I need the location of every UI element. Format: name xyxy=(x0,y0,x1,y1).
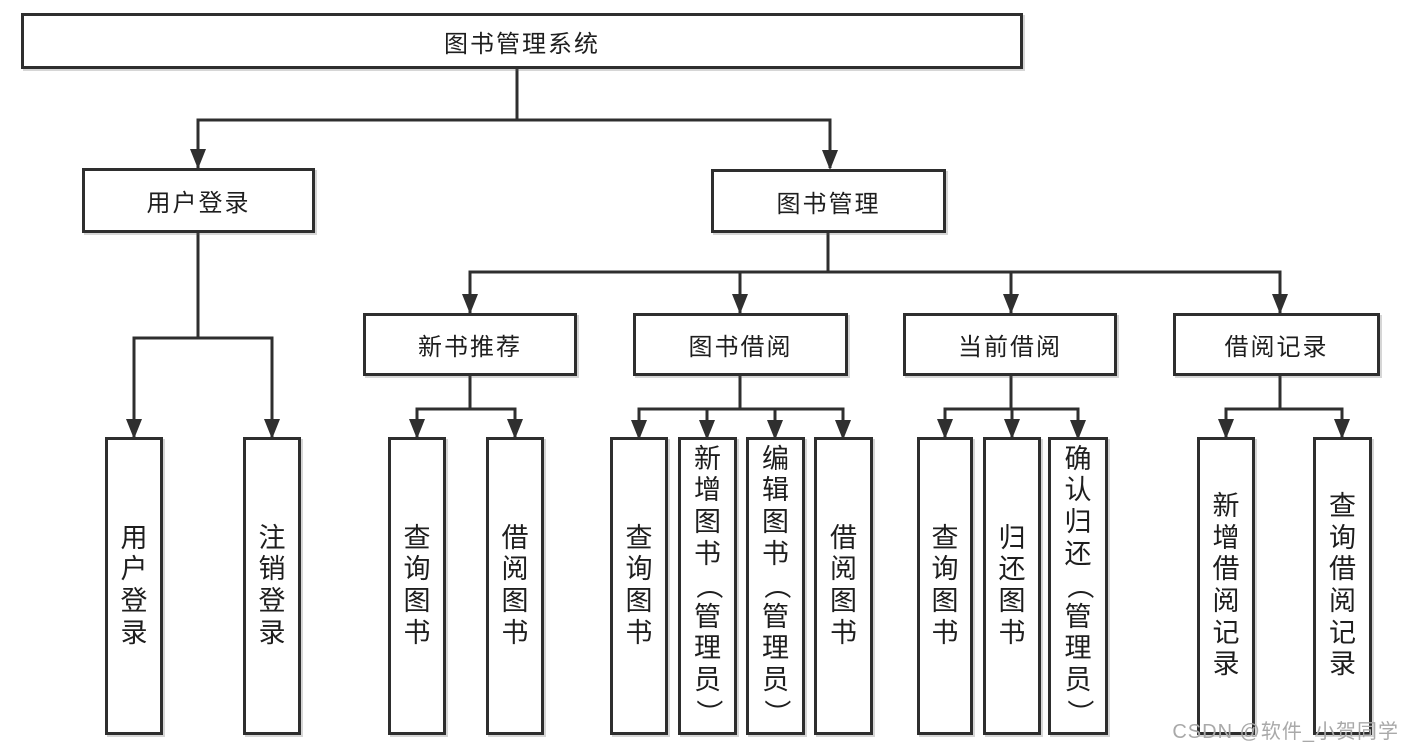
arrowhead xyxy=(835,420,851,440)
arrowhead xyxy=(732,294,748,314)
arrowhead xyxy=(1334,419,1350,439)
arrowhead xyxy=(1070,420,1086,440)
arrowhead xyxy=(264,419,280,439)
arrowhead xyxy=(1218,419,1234,439)
arrowhead xyxy=(699,420,715,440)
watermark: CSDN @软件_小贺同学 xyxy=(1172,721,1399,743)
leaf-current-return-books: 归还图书 xyxy=(983,437,1041,735)
arrowhead xyxy=(1003,294,1019,314)
leaf-user-login: 用户登录 xyxy=(105,437,163,735)
leaf-record-add-borrow-record: 新增借阅记录 xyxy=(1197,437,1255,735)
node-book-borrow: 图书借阅 xyxy=(633,313,848,376)
node-root: 图书管理系统 xyxy=(21,13,1023,69)
tree-edges xyxy=(132,69,1344,437)
node-borrow-record: 借阅记录 xyxy=(1173,313,1380,376)
arrowhead xyxy=(507,419,523,439)
leaf-current-query-books: 查询图书 xyxy=(917,437,973,735)
leaf-newbook-query-books: 查询图书 xyxy=(388,437,446,735)
leaf-borrow-add-books-admin: 新增图书（管理员） xyxy=(678,437,737,735)
node-book-management: 图书管理 xyxy=(711,169,946,233)
arrowhead xyxy=(767,420,783,440)
leaf-borrow-query-books: 查询图书 xyxy=(610,437,668,735)
node-user-login: 用户登录 xyxy=(82,168,315,233)
arrowhead xyxy=(126,419,142,439)
arrowhead xyxy=(190,149,206,169)
arrowhead xyxy=(822,150,838,170)
leaf-record-query-borrow-record: 查询借阅记录 xyxy=(1313,437,1372,735)
arrowhead xyxy=(631,420,647,440)
leaf-borrow-edit-books-admin: 编辑图书（管理员） xyxy=(746,437,805,735)
leaf-current-confirm-return-admin: 确认归还（管理员） xyxy=(1048,437,1108,735)
node-current-borrow: 当前借阅 xyxy=(903,313,1117,376)
arrowhead xyxy=(1004,419,1020,439)
arrowhead xyxy=(462,294,478,314)
arrowhead xyxy=(1272,294,1288,314)
arrowhead xyxy=(409,419,425,439)
node-new-book-recommend: 新书推荐 xyxy=(363,313,577,376)
leaf-borrow-borrow-books: 借阅图书 xyxy=(814,437,873,735)
arrowhead xyxy=(937,419,953,439)
leaf-newbook-borrow-books: 借阅图书 xyxy=(486,437,544,735)
leaf-logout: 注销登录 xyxy=(243,437,301,735)
